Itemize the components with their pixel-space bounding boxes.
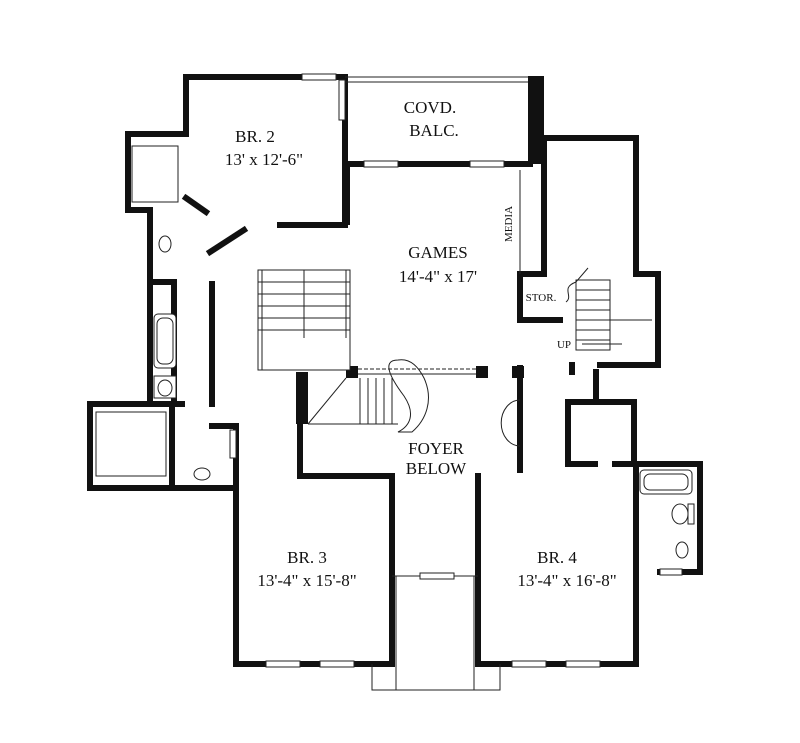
media-label: MEDIA: [503, 206, 515, 242]
br2-name: BR. 2: [235, 127, 275, 146]
stairs-foyer: [307, 359, 521, 447]
stairs-right: [565, 267, 652, 351]
br4-size: 13'-4" x 16'-8": [517, 571, 616, 590]
windows: [229, 73, 683, 668]
br4-name: BR. 4: [537, 548, 577, 567]
br3-size: 13'-4" x 15'-8": [257, 571, 356, 590]
br3-name: BR. 3: [287, 548, 327, 567]
balcony-label-line2: BALC.: [409, 121, 459, 140]
games-name: GAMES: [408, 243, 468, 262]
room-labels: BR. 2 13' x 12'-6" COVD. BALC. GAMES 14'…: [225, 98, 617, 590]
bath-fixtures: [95, 145, 695, 559]
up-label: UP: [557, 339, 571, 351]
foyer-label-line2: BELOW: [406, 459, 467, 478]
stairs-main: [257, 269, 351, 371]
foyer-label-line1: FOYER: [408, 439, 464, 458]
games-size: 14'-4" x 17': [399, 267, 477, 286]
stor-label: STOR.: [526, 292, 557, 304]
br2-size: 13' x 12'-6": [225, 150, 303, 169]
balcony-label-line1: COVD.: [404, 98, 456, 117]
